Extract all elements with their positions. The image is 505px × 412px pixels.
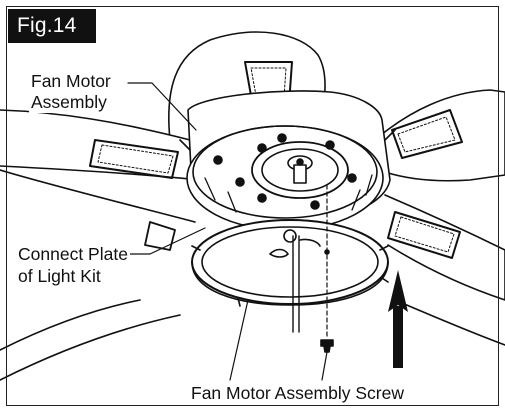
assembly-screw xyxy=(320,184,334,353)
label-connect-plate-line1: Connect Plate xyxy=(16,244,130,265)
upward-arrow-icon xyxy=(388,270,408,368)
label-motor-assembly-screw: Fan Motor Assembly Screw xyxy=(189,383,406,404)
label-fan-motor-line1: Fan Motor xyxy=(29,71,113,92)
label-connect-plate-line2: of Light Kit xyxy=(16,266,103,287)
motor-housing xyxy=(179,90,396,231)
label-fan-motor-line2: Assembly xyxy=(29,92,109,113)
fan-blade-right-upper xyxy=(374,89,505,182)
connect-plate xyxy=(191,219,389,333)
figure-tag: Fig.14 xyxy=(8,9,96,43)
fan-blade-left-lower xyxy=(0,169,196,381)
fan-blade-right-lower xyxy=(384,194,505,346)
